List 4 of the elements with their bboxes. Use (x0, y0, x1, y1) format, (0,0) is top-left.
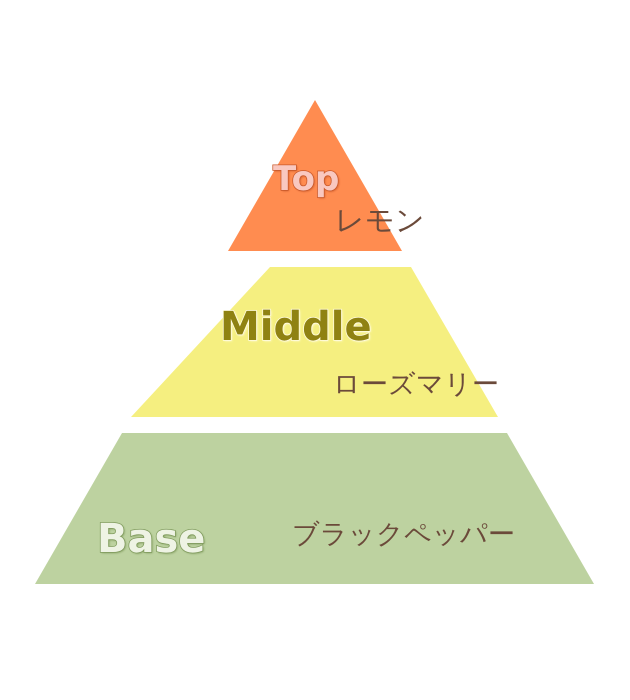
tier-note: ブラックペッパー (292, 521, 515, 548)
tier-label: Base (97, 519, 206, 559)
tier-label: Middle (220, 307, 372, 347)
tier-label: Top (273, 162, 340, 196)
